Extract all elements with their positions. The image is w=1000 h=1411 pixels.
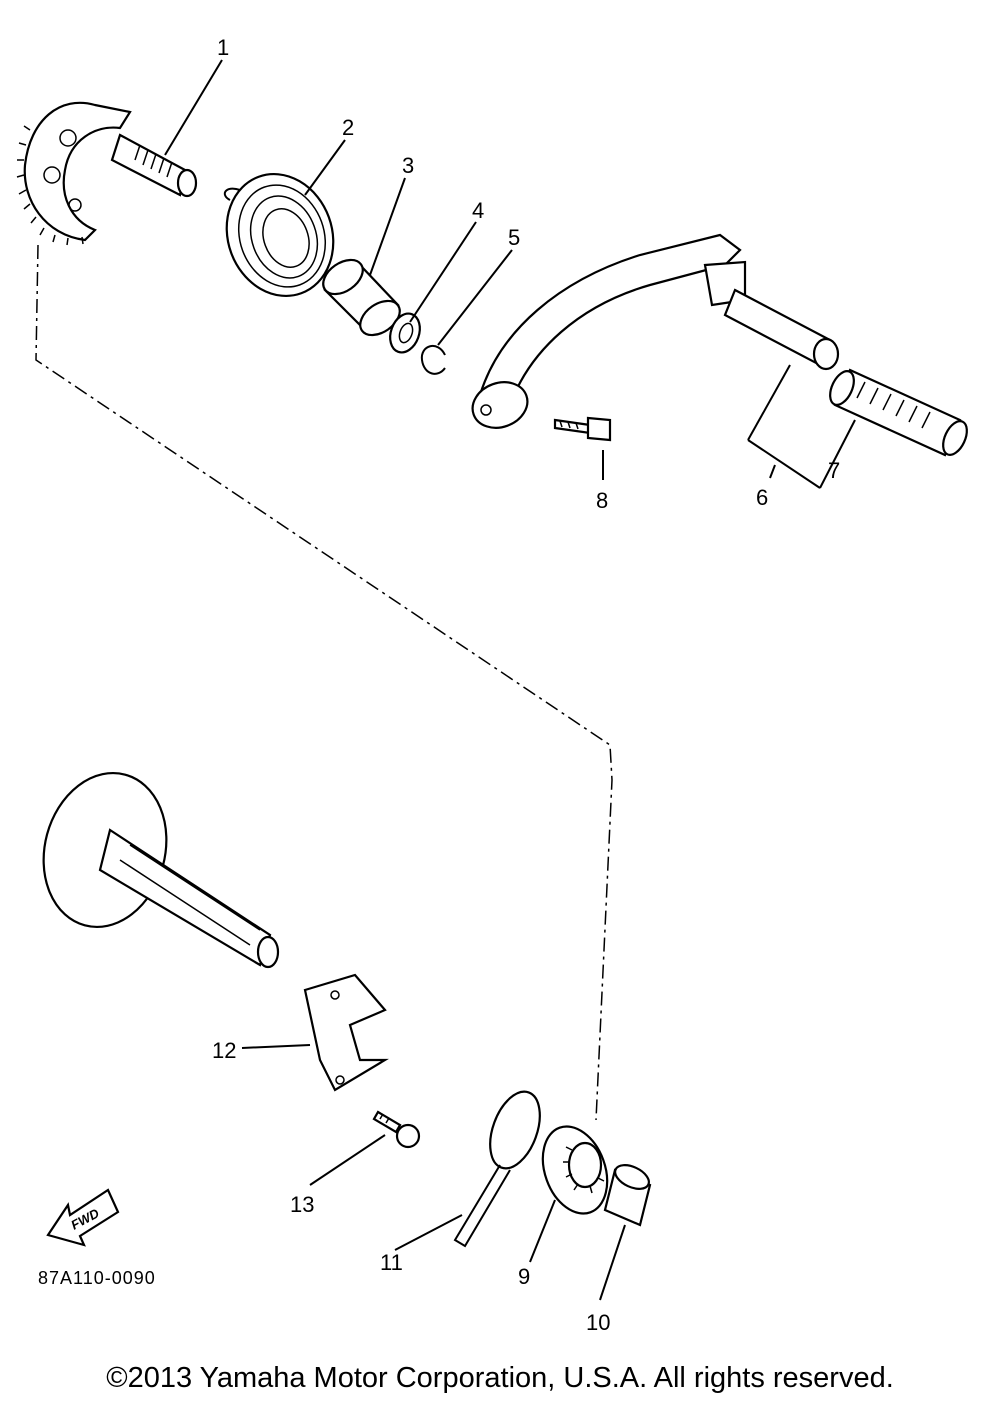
leader-lines bbox=[164, 59, 856, 1301]
callout-12: 12 bbox=[212, 1038, 236, 1063]
copyright-notice: ©2013 Yamaha Motor Corporation, U.S.A. A… bbox=[106, 1362, 894, 1394]
callout-2: 2 bbox=[342, 115, 354, 140]
kick-grip bbox=[829, 368, 968, 457]
circlip bbox=[420, 345, 446, 375]
callout-13: 13 bbox=[290, 1192, 314, 1217]
callout-7: 7 bbox=[828, 458, 840, 483]
washer bbox=[389, 312, 421, 354]
gear-collar bbox=[603, 1164, 652, 1227]
fwd-arrow: FWD bbox=[46, 1188, 120, 1247]
drive-spring-clip bbox=[453, 1090, 541, 1248]
plate-screw bbox=[372, 1110, 421, 1149]
kick-axle-gear bbox=[16, 101, 198, 246]
callout-3: 3 bbox=[402, 153, 414, 178]
kick-drive-gear bbox=[541, 1125, 609, 1215]
callout-labels: 1 2 3 4 5 6 7 8 9 10 11 12 13 bbox=[212, 35, 840, 1335]
diagram-part-code: 87A110-0090 bbox=[38, 1268, 156, 1288]
collar bbox=[322, 258, 401, 337]
callout-9: 9 bbox=[518, 1264, 530, 1289]
plate bbox=[303, 973, 389, 1092]
callout-5: 5 bbox=[508, 225, 520, 250]
crank-bolt bbox=[553, 416, 612, 442]
callout-8: 8 bbox=[596, 488, 608, 513]
callout-10: 10 bbox=[586, 1310, 610, 1335]
callout-11: 11 bbox=[380, 1250, 403, 1275]
assembly-lines bbox=[35, 244, 613, 1121]
callout-6: 6 bbox=[756, 485, 768, 510]
callout-1: 1 bbox=[217, 35, 229, 60]
kick-spring bbox=[223, 172, 335, 298]
callout-4: 4 bbox=[472, 198, 484, 223]
kick-crank bbox=[471, 233, 840, 429]
crankshaft bbox=[42, 771, 280, 969]
